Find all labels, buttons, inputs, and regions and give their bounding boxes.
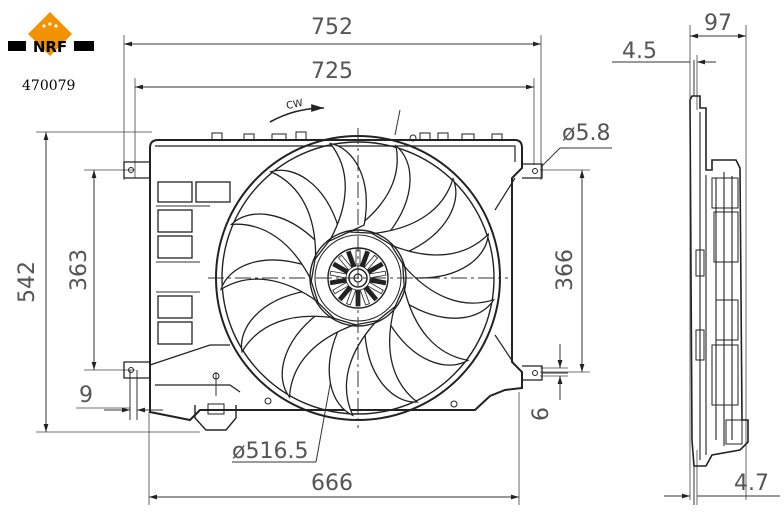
- dim-side-depth: 97: [704, 11, 732, 36]
- logo-text: NRF: [33, 38, 67, 56]
- fan-blade: [401, 262, 496, 319]
- dim-overall-height: 542: [15, 261, 40, 303]
- hub-rib: [359, 288, 370, 306]
- right-dimensions: 366 6 ø5.8: [529, 121, 612, 421]
- dim-left-offset: 9: [79, 383, 93, 408]
- fan-blade: [328, 319, 379, 417]
- hub-rib: [366, 261, 384, 275]
- left-dimensions: 542 363 9: [15, 131, 200, 433]
- hub-rib: [332, 281, 350, 295]
- hub-rib: [363, 285, 379, 302]
- fan-blade: [240, 290, 336, 354]
- dim-hole-diameter: ø5.8: [562, 121, 610, 146]
- hub-rib: [332, 261, 350, 275]
- dim-side-top-offset: 4.5: [622, 39, 657, 64]
- hub-rib: [337, 285, 353, 302]
- fan-blade: [328, 142, 367, 243]
- hub-rib: [369, 277, 387, 286]
- hub-rib: [359, 250, 370, 268]
- bottom-dimensions: 666 ø516.5: [148, 329, 520, 505]
- dim-side-bottom-offset: 4.7: [734, 471, 769, 496]
- fan-shroud: [123, 131, 568, 431]
- dim-fan-diameter: ø516.5: [232, 439, 308, 464]
- dim-mount-width: 725: [311, 59, 353, 84]
- fan-blade: [281, 312, 357, 399]
- dim-overall-width: 752: [311, 15, 353, 40]
- fan-blade: [387, 284, 470, 366]
- dim-left-mount-height: 363: [67, 249, 92, 291]
- dim-right-offset: 6: [529, 407, 554, 421]
- rotation-indicator: CW: [269, 98, 325, 123]
- fan-blade: [364, 305, 419, 403]
- fan-blade: [389, 232, 489, 279]
- logo-diamond-icon: [28, 12, 72, 56]
- side-view: 97 4.5 4.7: [612, 11, 780, 505]
- fan-blade: [370, 176, 457, 254]
- fan-blade: [219, 259, 320, 304]
- brand-logo: NRF: [8, 12, 94, 56]
- part-number: 470079: [22, 78, 75, 94]
- top-dimensions: 752 725: [123, 15, 542, 180]
- hub-rib: [369, 270, 387, 279]
- rotation-label: CW: [285, 98, 304, 112]
- fan-blades: [219, 142, 496, 417]
- hub-rib: [346, 288, 357, 306]
- hub-rib: [366, 281, 384, 295]
- hub-rib: [329, 277, 347, 286]
- hub-rib: [363, 254, 379, 271]
- hub-rib: [329, 270, 347, 279]
- fan-blade: [229, 213, 319, 283]
- hub-rib: [337, 254, 353, 271]
- fan-blade: [269, 169, 340, 261]
- dim-right-mount-height: 366: [553, 249, 578, 291]
- dim-bottom-width: 666: [311, 471, 353, 496]
- fan-rotor: [208, 128, 508, 428]
- fan-blade: [348, 144, 411, 235]
- hub-rib: [346, 250, 357, 268]
